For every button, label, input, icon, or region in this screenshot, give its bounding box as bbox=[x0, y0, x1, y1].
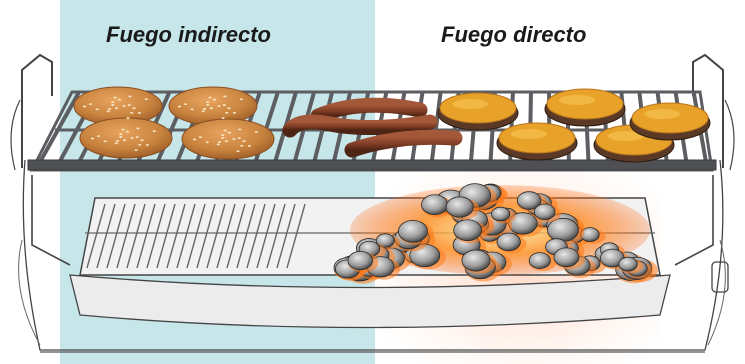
charcoal-briquette bbox=[491, 206, 511, 222]
charcoal-briquette bbox=[533, 203, 556, 221]
left-handle bbox=[21, 53, 53, 168]
tray-bar bbox=[286, 203, 306, 269]
tray-bar bbox=[116, 203, 136, 269]
charcoal-briquette bbox=[347, 250, 373, 271]
charcoal-briquette bbox=[547, 217, 579, 242]
tray-bar bbox=[186, 203, 206, 269]
tray-bar bbox=[276, 203, 296, 269]
tray-bar bbox=[86, 203, 106, 269]
charcoal-briquette bbox=[453, 219, 482, 242]
sausage-2 bbox=[282, 114, 438, 138]
charcoal-briquette bbox=[516, 191, 542, 210]
grate-bar bbox=[429, 92, 443, 164]
cheeseburger-1 bbox=[437, 92, 519, 131]
tray-bar bbox=[156, 203, 176, 269]
charcoal-briquette bbox=[461, 249, 491, 272]
sausage-3 bbox=[344, 129, 463, 158]
tray-bar bbox=[196, 203, 216, 269]
direct-fire-label: Fuego directo bbox=[441, 22, 587, 47]
charcoal-briquette bbox=[528, 252, 551, 269]
charcoal-briquette bbox=[496, 232, 521, 252]
charcoal-briquette bbox=[398, 220, 428, 243]
tray-bar bbox=[266, 203, 286, 269]
bun-4 bbox=[181, 118, 275, 160]
tray-bar bbox=[176, 203, 196, 269]
tray-bar bbox=[256, 203, 276, 269]
charcoal-briquette bbox=[553, 247, 580, 268]
charcoal-briquette bbox=[618, 256, 638, 272]
tray-bar bbox=[96, 203, 116, 269]
tray-bar bbox=[226, 203, 246, 269]
tray-bar bbox=[236, 203, 256, 269]
grill-bowl-outline bbox=[22, 159, 724, 351]
cheeseburger-3 bbox=[496, 122, 578, 161]
coal-pile bbox=[333, 183, 658, 284]
sausage-1 bbox=[310, 97, 428, 124]
bun-3 bbox=[79, 117, 173, 159]
tray-bar bbox=[136, 203, 156, 269]
tray-bar bbox=[216, 203, 236, 269]
tray-bar bbox=[126, 203, 146, 269]
right-handle bbox=[692, 53, 724, 168]
tray-bar bbox=[146, 203, 166, 269]
vent-knob bbox=[711, 261, 729, 293]
grate-bar bbox=[38, 92, 80, 164]
cheeseburger-5 bbox=[629, 102, 711, 141]
tray-bar bbox=[106, 203, 126, 269]
cheeseburger-2 bbox=[544, 88, 626, 127]
tray-bar bbox=[206, 203, 226, 269]
charcoal-briquette bbox=[375, 233, 395, 248]
tray-bar bbox=[246, 203, 266, 269]
tray-bar bbox=[166, 203, 186, 269]
charcoal-briquette bbox=[421, 194, 449, 215]
indirect-fire-label: Fuego indirecto bbox=[106, 22, 271, 47]
bun-2 bbox=[168, 86, 258, 126]
charcoal-briquette bbox=[445, 196, 474, 218]
